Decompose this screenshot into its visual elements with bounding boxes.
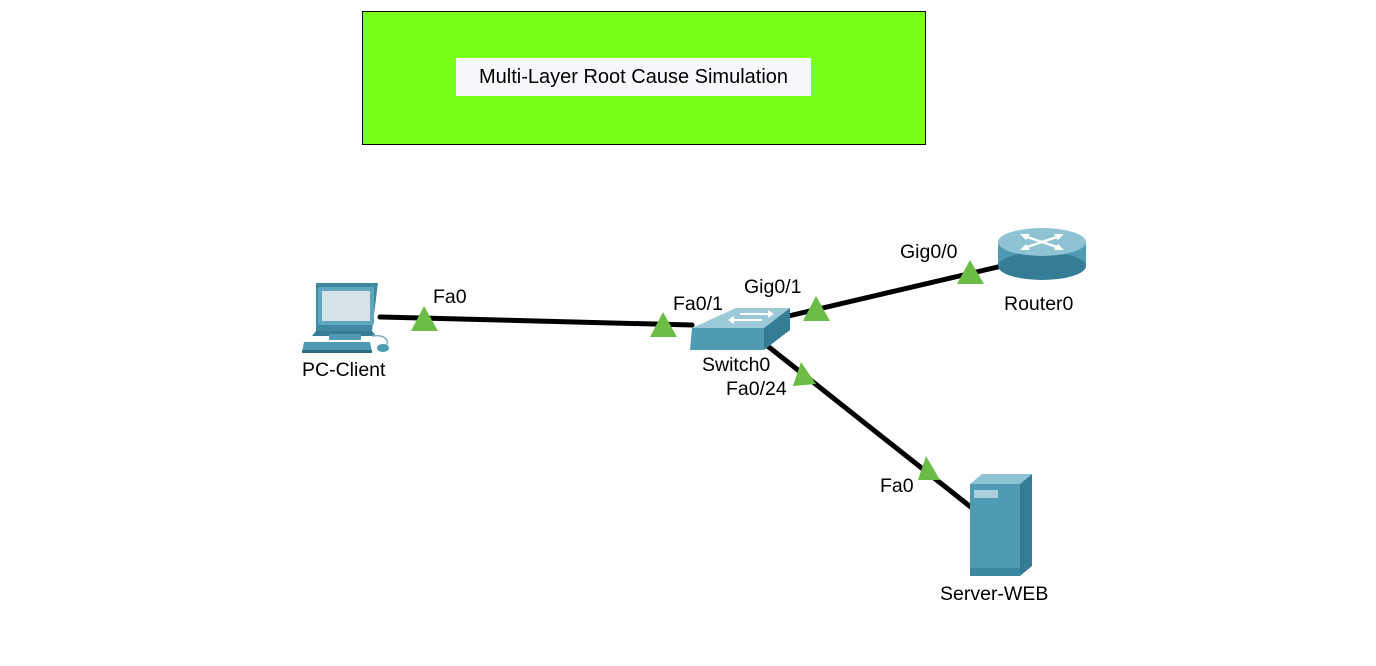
link-switch-server[interactable]: [757, 337, 975, 511]
pc-icon[interactable]: [302, 283, 389, 353]
link-pc-switch[interactable]: [377, 314, 695, 328]
server-icon[interactable]: [970, 474, 1032, 576]
link-up-indicator: [650, 312, 677, 337]
port-label-switch-gig0-1: Gig0/1: [744, 276, 802, 298]
port-label-switch-fa0-24: Fa0/24: [726, 378, 787, 400]
link-up-indicator: [411, 306, 438, 331]
pc-name-label: PC-Client: [302, 359, 386, 381]
switch-icon[interactable]: [690, 308, 790, 350]
router-name-label: Router0: [1004, 293, 1074, 315]
link-up-indicator: [803, 296, 830, 321]
port-label-server-fa0: Fa0: [880, 475, 914, 497]
link-up-indicator: [793, 362, 816, 386]
router-icon[interactable]: [998, 228, 1086, 280]
port-label-switch-fa0-1: Fa0/1: [673, 293, 723, 315]
port-label-router-gig0-0: Gig0/0: [900, 241, 958, 263]
banner-title: Multi-Layer Root Cause Simulation: [456, 58, 811, 96]
switch-name-label: Switch0: [702, 356, 771, 374]
link-up-indicator: [918, 456, 940, 480]
port-label-pc-fa0: Fa0: [433, 286, 467, 308]
server-name-label: Server-WEB: [940, 583, 1049, 605]
link-up-indicator: [957, 260, 984, 284]
